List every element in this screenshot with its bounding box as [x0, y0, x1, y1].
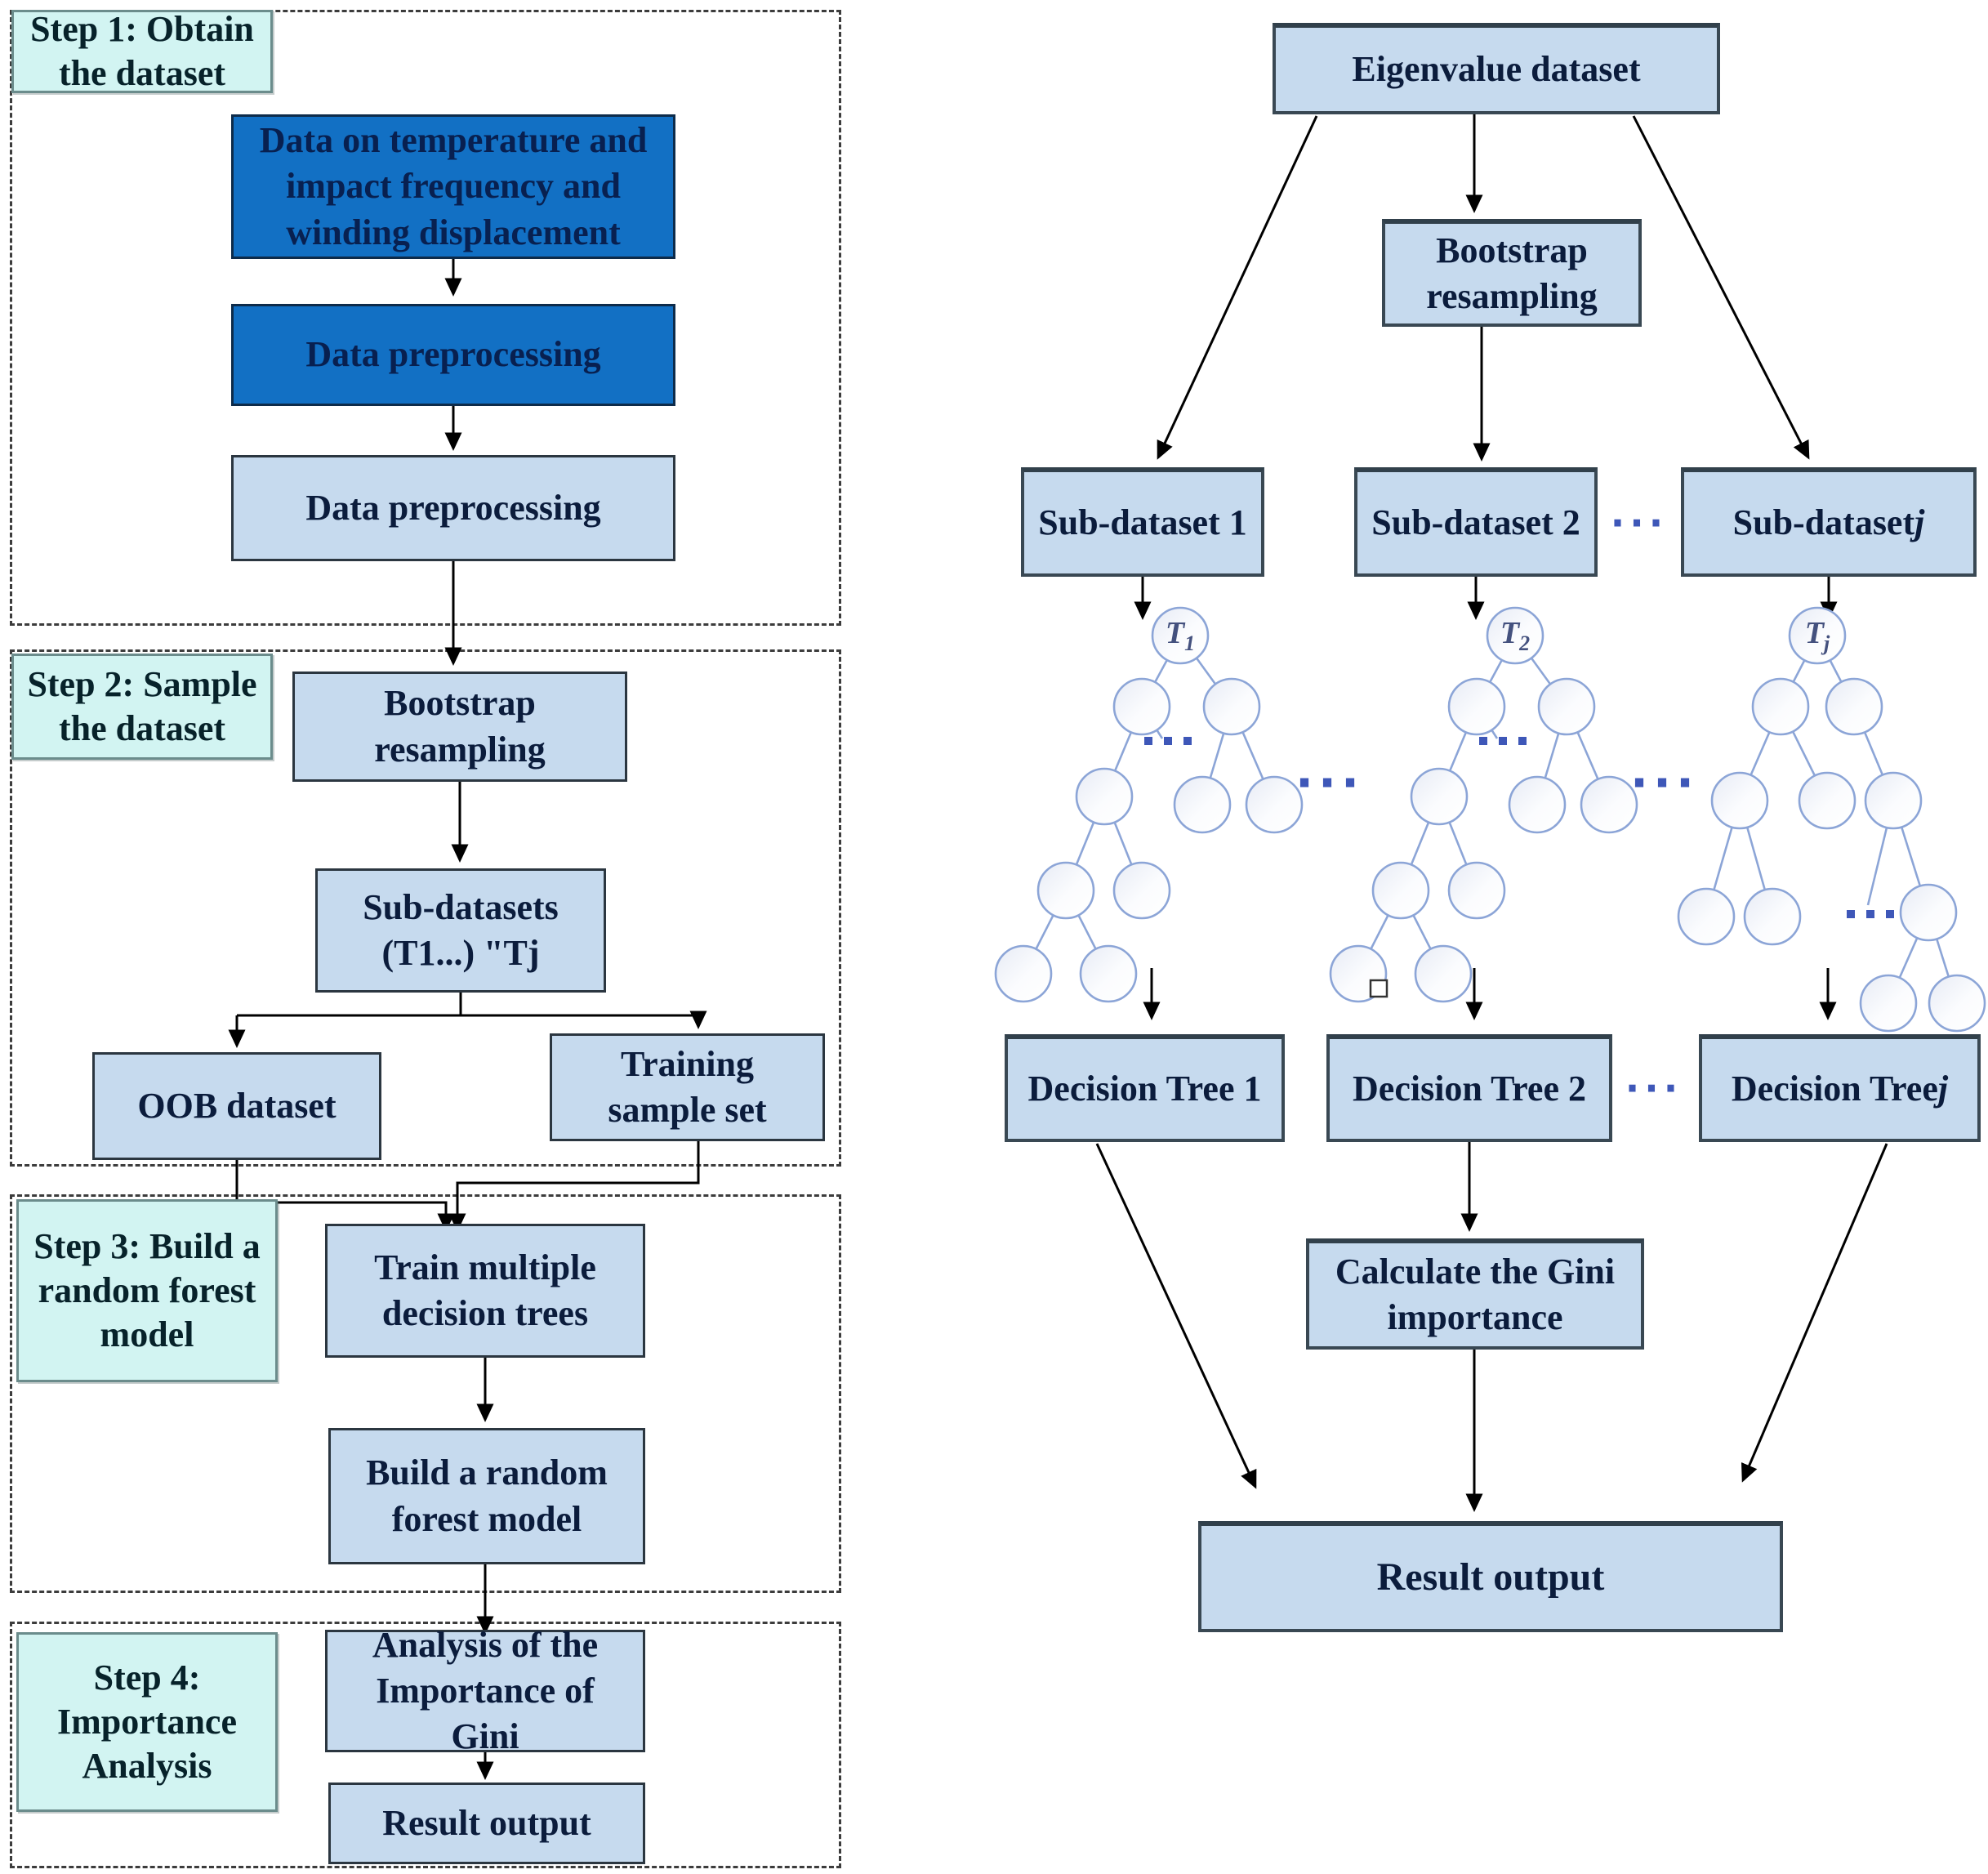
eigenvalue-dataset-box: Eigenvalue dataset [1273, 23, 1720, 114]
decision-tree-ellipsis: ··· [1625, 1066, 1683, 1110]
step3-frame [10, 1194, 841, 1593]
tree-j-sub: j [1823, 631, 1830, 655]
tree-sketch-j [1677, 606, 1986, 1033]
decision-tree-j-box: Decision Tree j [1699, 1034, 1981, 1142]
step2-label: Step 2: Sample the dataset [11, 654, 273, 760]
decision-tree-sketches [994, 606, 1986, 1033]
result-output-box-right: Result output [1198, 1521, 1783, 1632]
sub-dataset-2-box: Sub-dataset 2 [1354, 467, 1598, 577]
tree-j-label: Tj [1805, 615, 1830, 656]
tree-2-base: T [1500, 616, 1520, 651]
tree-sketch-1 [994, 606, 1304, 1003]
decision-tree-j-text: Decision Tree [1731, 1068, 1938, 1109]
tree-j-base: T [1804, 616, 1824, 651]
step2-frame [10, 649, 841, 1167]
sub-dataset-1-box: Sub-dataset 1 [1021, 467, 1264, 577]
oob-dataset-box: OOB dataset [92, 1052, 381, 1160]
calculate-gini-box: Calculate the Gini importance [1306, 1238, 1644, 1350]
training-sample-set-box: Training sample set [550, 1033, 825, 1141]
data-preprocessing-light-box: Data preprocessing [231, 455, 675, 561]
step3-label: Step 3: Build a random forest model [16, 1199, 278, 1382]
step4-label: Step 4: Importance Analysis [16, 1632, 278, 1812]
sub-datasets-box: Sub-datasets (T1...) "Tj [315, 868, 606, 993]
data-source-box: Data on temperature and impact frequency… [231, 114, 675, 259]
square-marker [1369, 979, 1388, 998]
left-flow-arrows [228, 259, 707, 1780]
step4-frame [10, 1622, 841, 1868]
sub-dataset-j-italic: j [1914, 502, 1925, 542]
data-preprocessing-dark-box: Data preprocessing [231, 304, 675, 406]
train-decision-trees-box: Train multiple decision trees [325, 1224, 645, 1358]
bootstrap-resampling-box-right: Bootstrap resampling [1382, 219, 1642, 327]
tree-1-sub: 1 [1184, 631, 1196, 655]
sub-dataset-ellipsis: ··· [1610, 501, 1669, 545]
gini-analysis-box: Analysis of the Importance of Gini [325, 1625, 645, 1756]
tree-2-sub: 2 [1519, 631, 1531, 655]
tree-sketch-2 [1329, 606, 1638, 1003]
sub-dataset-j-box: Sub-dataset j [1681, 467, 1977, 577]
tree-1-base: T [1165, 616, 1185, 651]
bootstrap-resampling-box-left: Bootstrap resampling [292, 672, 627, 782]
tree-2-label: T2 [1500, 615, 1530, 656]
result-output-box-left: Result output [328, 1783, 645, 1864]
decision-tree-j-italic: j [1937, 1068, 1949, 1109]
decision-tree-1-box: Decision Tree 1 [1005, 1034, 1285, 1142]
step1-label: Step 1: Obtain the dataset [11, 9, 273, 93]
right-flow-arrows [1095, 114, 1888, 1512]
tree-1-label: T1 [1166, 615, 1195, 656]
sub-dataset-j-text: Sub-dataset [1732, 502, 1915, 542]
build-random-forest-box: Build a random forest model [328, 1428, 645, 1564]
tree-row-ellipsis-2: ··· [1629, 755, 1700, 810]
tree-row-ellipsis-1: ··· [1295, 755, 1365, 810]
decision-tree-2-box: Decision Tree 2 [1326, 1034, 1612, 1142]
step1-frame [10, 10, 841, 626]
